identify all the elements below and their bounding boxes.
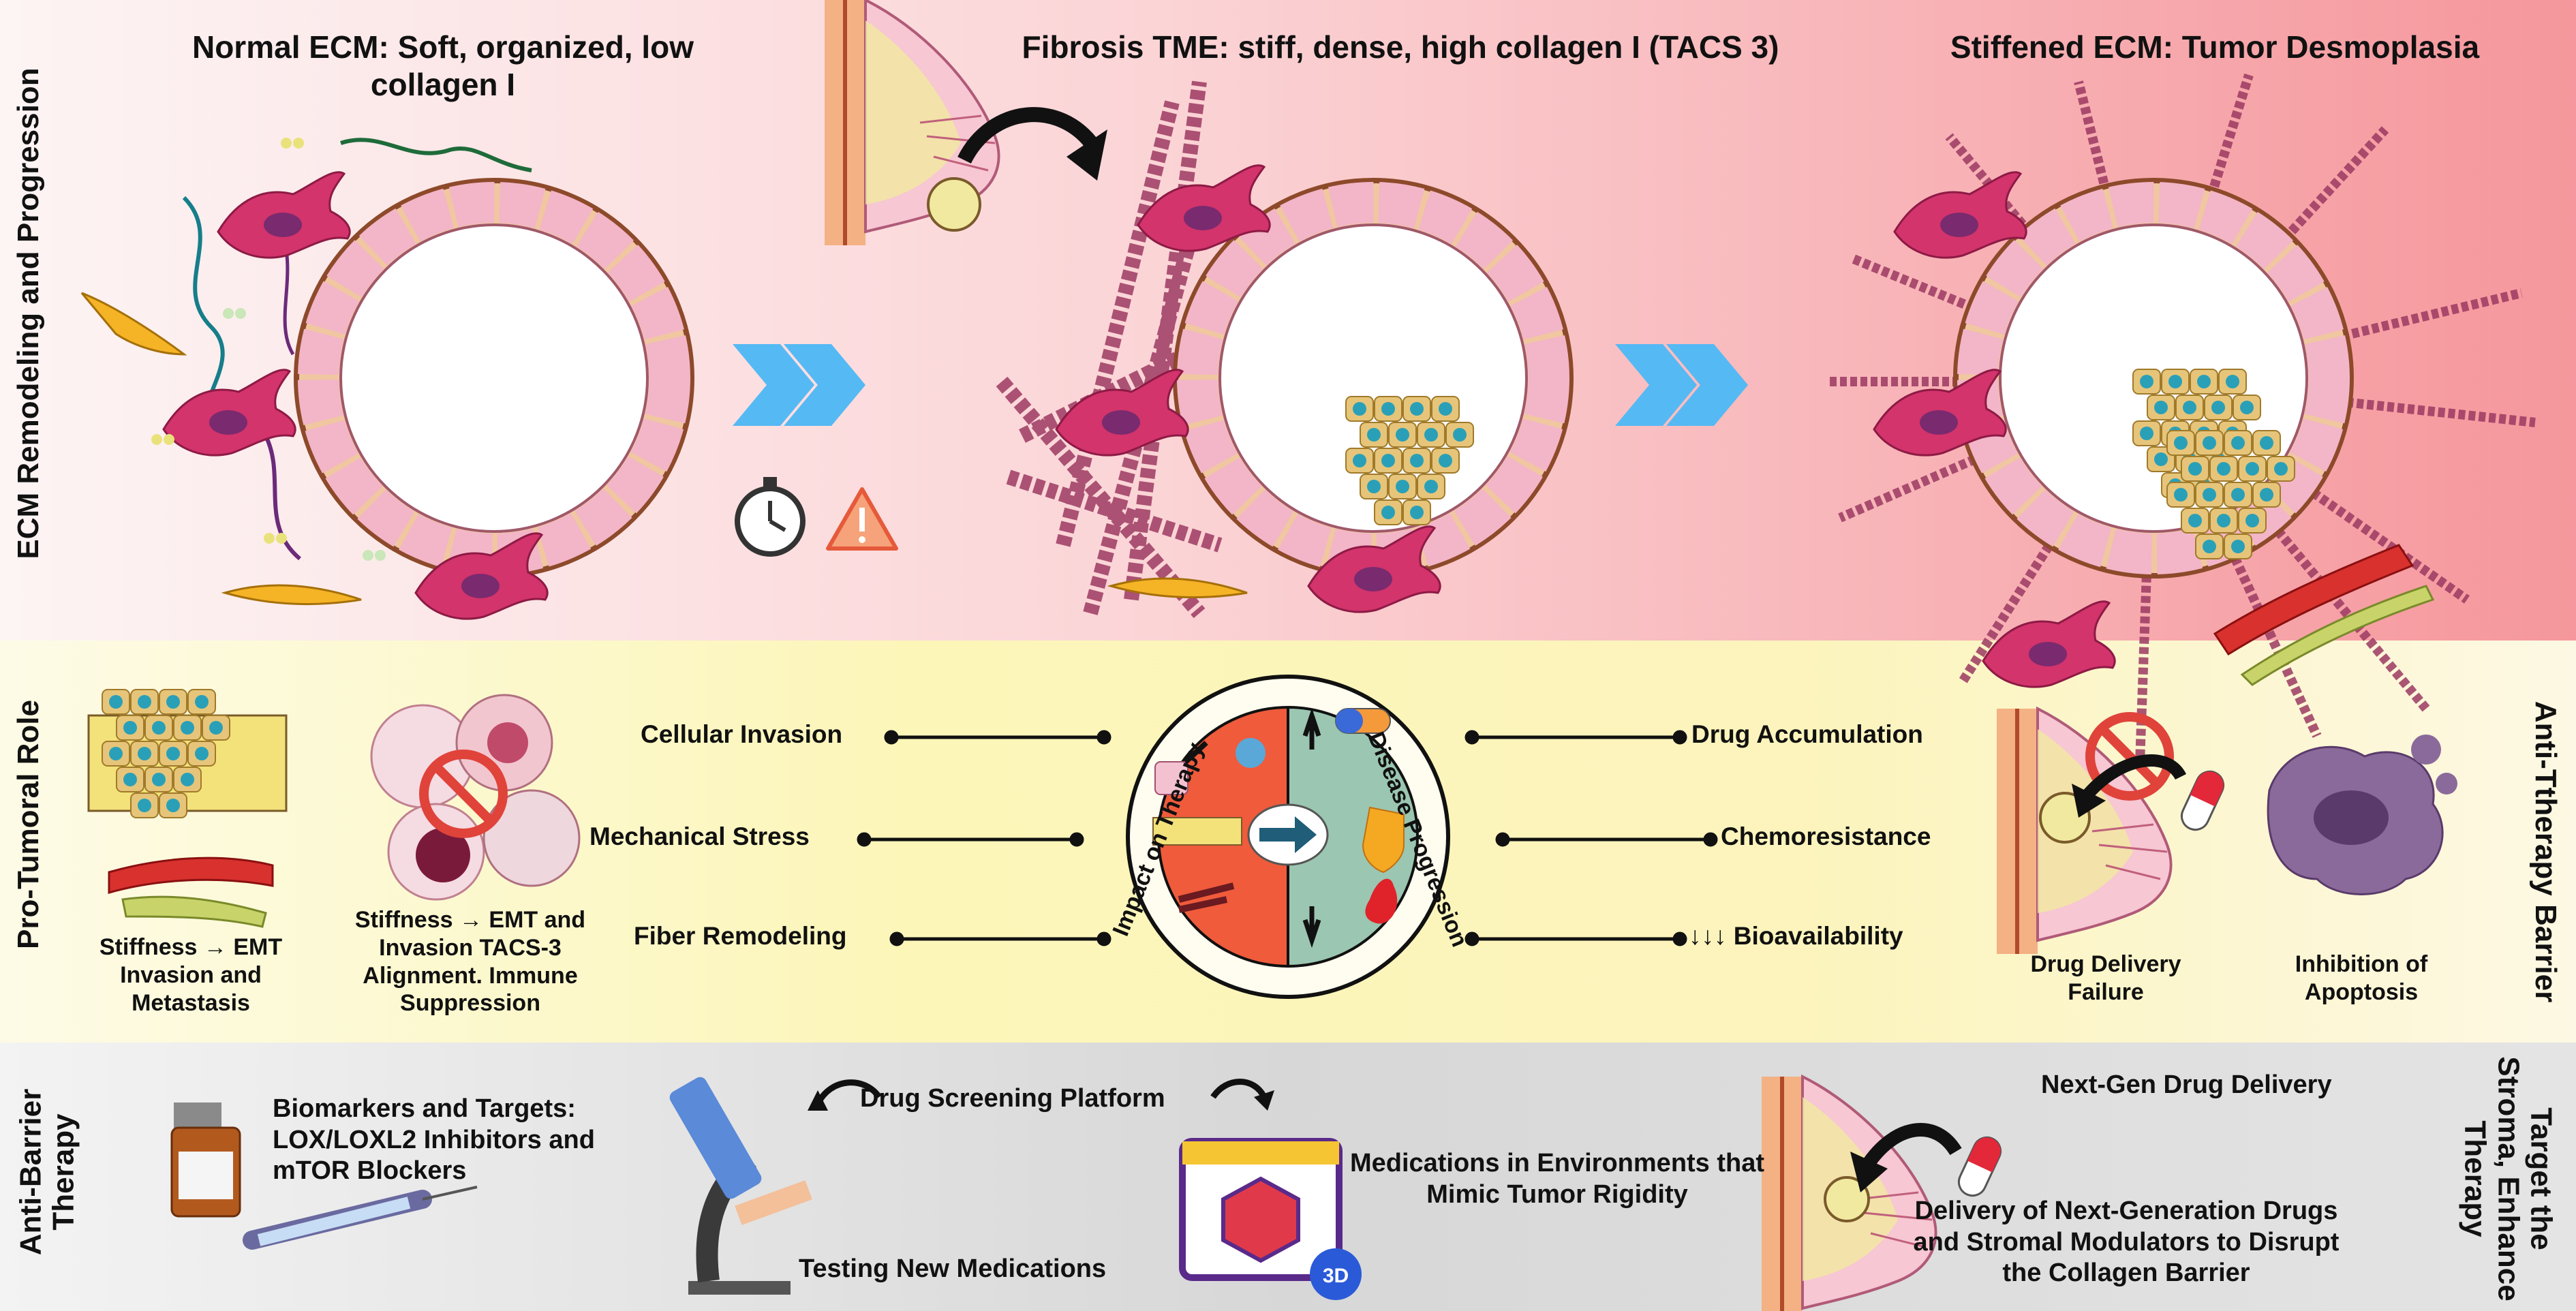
warning-icon [826,487,898,551]
barrier-caption-2: Inhibition of Apoptosis [2295,951,2428,1005]
side-label-ecm-remodeling: ECM Remodeling and Progression [11,67,45,559]
stiffened-ecm-title: Stiffened ECM: Tumor Desmoplasia [1950,29,2480,65]
prohibition-icon-2 [2085,712,2174,801]
label-chemoresistance: Chemoresistance [1721,822,1931,850]
side-label-target-stroma: Target the Stroma, Enhance Therapy [2458,1056,2558,1301]
side-label-pro-tumoral: Pro-Tumoral Role [11,700,45,949]
wheel-connectors [857,730,1718,946]
label-bioavailability: ↓↓↓ Bioavailability [1689,922,1903,950]
mimic-rigidity-text: Medications in Environments that Mimic T… [1349,1149,1765,1209]
therapy-impact-wheel [1126,675,1450,999]
pro-tumoral-caption-2: Stiffness → EMT and Invasion TACS-3 Alig… [354,907,586,1017]
microscope-illustration [669,1077,812,1295]
barrier-caption-1: Drug Delivery Failure [2030,951,2181,1005]
label-drug-accumulation: Drug Accumulation [1691,720,1923,748]
biomarkers-text: Biomarkers and Targets: LOX/LOXL2 Inhibi… [273,1094,595,1186]
drug-delivery-failure-illustration [1997,709,2229,954]
testing-medications-text: Testing New Medications [799,1254,1107,1283]
stopwatch-icon [735,477,806,557]
fibrosis-title: Fibrosis TME: stiff, dense, high collage… [1022,29,1779,65]
normal-ecm-illustration [80,138,694,620]
side-label-anti-therapy-barrier: Anti-Ttherapy Barrier [2529,700,2563,1003]
normal-ecm-title: Normal ECM: Soft, organized, low collage… [191,29,694,103]
nextgen-description: Delivery of Next-Generation Drugs and St… [1913,1197,2340,1288]
nextgen-title: Next-Gen Drug Delivery [2041,1070,2332,1099]
progression-arrow-2 [1615,344,1748,426]
immune-cells-illustration [370,694,581,901]
side-label-anti-barrier-therapy: Anti-Barrier Therapy [14,1088,80,1256]
pro-tumoral-caption-1: Stiffness → EMT Invasion and Metastasis [99,934,283,1016]
3d-badge: 3D [1323,1265,1349,1287]
label-cellular-invasion: Cellular Invasion [641,720,843,748]
vial-syringe-illustration [170,1102,478,1250]
label-mechanical-stress: Mechanical Stress [589,822,810,850]
metastasis-illustration [87,690,288,928]
progression-arrow-1 [733,344,865,426]
left-curved-arrow [814,1079,882,1106]
label-fiber-remodeling: Fiber Remodeling [634,922,847,950]
desmoplasia-illustration [1826,73,2536,764]
nextgen-delivery-illustration [1762,1077,2006,1311]
3d-screen-illustration: 3D [1179,1138,1362,1300]
fibrosis-illustration [825,0,1574,619]
drug-screening-text: Drug Screening Platform [860,1084,1165,1113]
right-curved-arrow [1210,1079,1268,1099]
apoptosis-illustration [2267,735,2457,895]
prohibition-icon [419,750,508,838]
